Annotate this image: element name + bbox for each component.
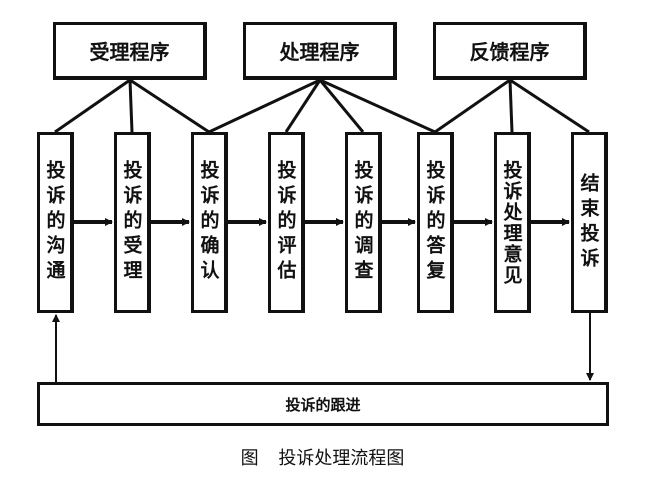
phase-links: [54, 78, 590, 134]
link-line: [129, 78, 210, 134]
step-label: 投诉处理意见: [500, 159, 523, 286]
link-line: [208, 78, 321, 134]
step-investigation: 投诉的调查: [345, 132, 382, 313]
phase-label: 处理程序: [279, 40, 360, 64]
followup-box: 投诉的跟进: [37, 382, 609, 426]
step-acceptance: 投诉的受理: [114, 132, 151, 313]
phase-box-feedback: 反馈程序: [433, 22, 587, 80]
link-line: [128, 79, 134, 133]
link-line: [509, 78, 590, 134]
link-line: [284, 79, 322, 133]
link-line: [508, 79, 514, 133]
figure-caption: 图 投诉处理流程图: [0, 444, 645, 470]
step-reply: 投诉的答复: [417, 132, 454, 313]
link-line: [54, 78, 131, 134]
step-close: 结束投诉: [571, 132, 608, 313]
step-label: 投诉的评估: [274, 160, 297, 285]
followup-label: 投诉的跟进: [285, 395, 361, 414]
step-label: 投诉的答复: [423, 160, 446, 285]
link-line: [319, 78, 436, 134]
step-label: 投诉的调查: [351, 160, 374, 285]
link-line: [318, 79, 365, 133]
phase-box-acceptance: 受理程序: [53, 22, 207, 80]
feedback-arrows: [52, 313, 594, 382]
phase-label: 反馈程序: [469, 40, 550, 64]
step-label: 投诉的沟通: [43, 160, 66, 285]
caption-title: 投诉处理流程图: [278, 448, 405, 469]
step-confirmation: 投诉的确认: [191, 132, 228, 313]
step-assessment: 投诉的评估: [268, 132, 305, 313]
step-label: 投诉的受理: [120, 160, 143, 285]
step-label: 投诉的确认: [197, 160, 220, 285]
link-line: [434, 78, 511, 134]
step-handling-opinion: 投诉处理意见: [494, 132, 531, 313]
step-label: 结束投诉: [577, 172, 600, 273]
step-communication: 投诉的沟通: [37, 132, 74, 313]
caption-prefix: 图: [240, 448, 259, 469]
phase-label: 受理程序: [89, 40, 170, 64]
phase-box-handling: 处理程序: [243, 22, 397, 80]
